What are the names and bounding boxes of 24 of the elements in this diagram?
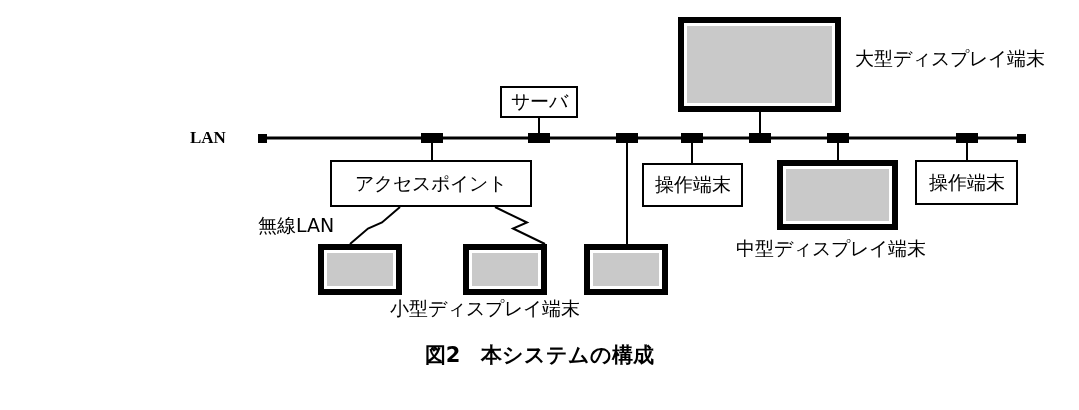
wireless-link: [494, 206, 546, 245]
connector-line: [616, 133, 638, 245]
access-point-box: アクセスポイント: [330, 160, 532, 207]
display-screen: [678, 17, 841, 112]
figure-caption: 図2 本システムの構成: [423, 342, 656, 368]
display-screen: [584, 244, 668, 295]
terminal-box: 操作端末: [915, 160, 1018, 205]
connector-line: [827, 133, 849, 161]
connector-line: [421, 133, 443, 161]
connector-line: [528, 117, 550, 143]
bus-label: LAN: [190, 127, 226, 149]
wireless-link: [349, 206, 401, 245]
display-screen: [777, 160, 898, 230]
display-label: 中型ディスプレイ端末: [736, 237, 926, 259]
edge-label: 無線LAN: [258, 213, 335, 236]
terminal-box: 操作端末: [642, 163, 743, 207]
connector-line: [681, 133, 703, 164]
connector-line: [749, 111, 771, 143]
server-box: サーバ: [500, 86, 578, 118]
display-screen: [318, 244, 402, 295]
display-screen: [463, 244, 547, 295]
display-label: 大型ディスプレイ端末: [855, 47, 1045, 69]
group-label: 小型ディスプレイ端末: [390, 297, 580, 319]
connector-line: [956, 133, 978, 161]
